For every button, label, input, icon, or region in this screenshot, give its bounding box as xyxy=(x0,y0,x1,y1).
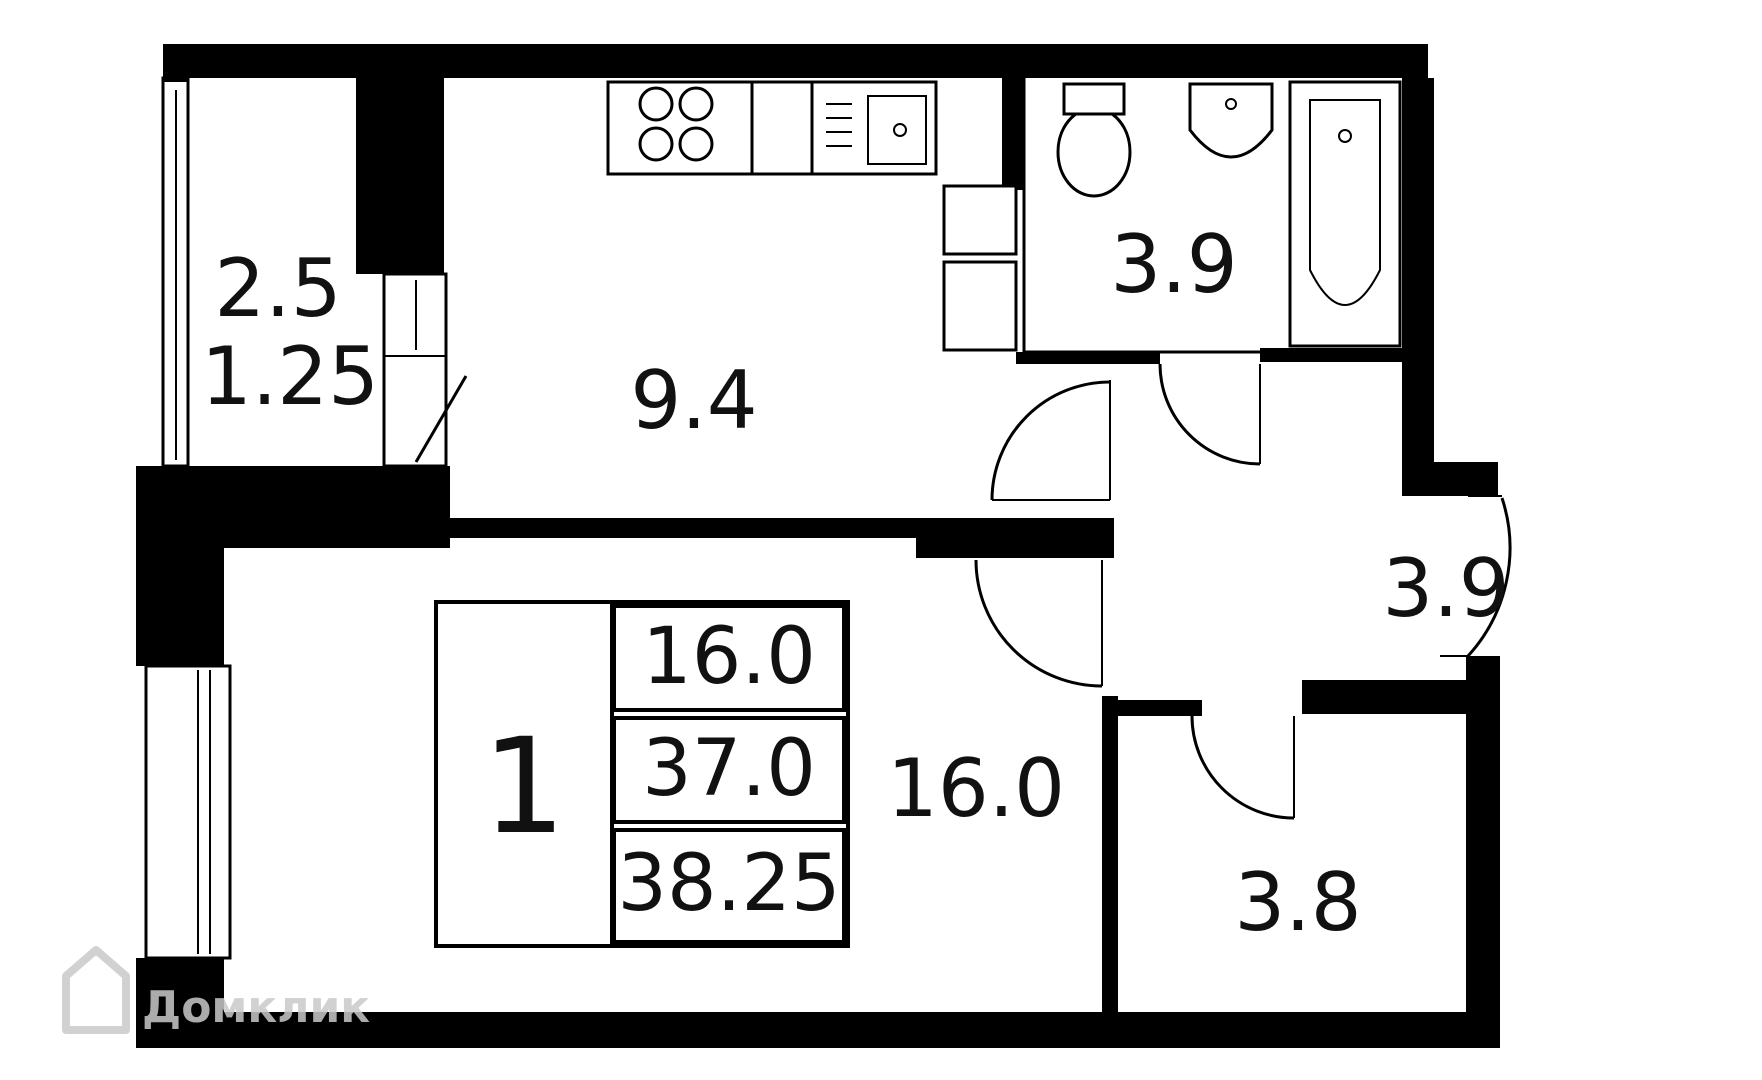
wall-storage-top-left xyxy=(1116,700,1202,716)
rooms-count: 1 xyxy=(482,710,566,864)
total-area: 37.0 xyxy=(642,724,816,814)
watermark: Домклик xyxy=(62,946,370,1034)
bathtub-icon xyxy=(1288,80,1402,348)
house-icon xyxy=(62,946,130,1034)
door-living-swing xyxy=(974,559,1103,688)
cabinet xyxy=(942,260,1018,352)
label-balcony-coef-area: 1.25 xyxy=(201,330,379,423)
wall-storage-left xyxy=(1102,696,1118,1016)
watermark-text: Домклик xyxy=(142,982,370,1033)
label-bathroom: 3.9 xyxy=(1110,218,1237,311)
wall-bath-column xyxy=(1002,70,1024,190)
balcony-outline xyxy=(161,76,190,468)
bathroom-fixtures xyxy=(1022,74,1408,354)
label-hall: 3.9 xyxy=(1382,542,1509,635)
label-storage: 3.8 xyxy=(1234,856,1361,949)
label-balcony-area: 2.5 xyxy=(214,242,341,335)
living-area: 16.0 xyxy=(642,612,816,702)
counter xyxy=(750,80,814,176)
bathroom-outline xyxy=(1022,74,1408,354)
burner-icon xyxy=(638,86,674,122)
wall-top xyxy=(163,44,1428,78)
balcony xyxy=(161,76,468,468)
toilet-icon xyxy=(1056,106,1132,198)
cabinet xyxy=(942,184,1018,256)
room-labels: 2.5 1.25 9.4 3.9 3.9 16.0 3.8 xyxy=(201,218,1510,949)
burner-icon xyxy=(678,86,714,122)
wall-right-lower xyxy=(1466,656,1500,1048)
wall-bottom xyxy=(136,1012,1500,1048)
label-kitchen: 9.4 xyxy=(630,354,757,447)
wall-kitchen-living xyxy=(450,518,922,538)
label-living-room: 16.0 xyxy=(887,742,1065,835)
wall-bath-bottom-right xyxy=(1260,348,1410,362)
doors xyxy=(974,363,1512,820)
door-bath-swing xyxy=(1158,363,1261,466)
wall-kitchen-bottom-left xyxy=(224,466,450,548)
balcony-door-swing xyxy=(414,375,468,463)
wall-left-bottom-pillar xyxy=(136,958,224,1038)
wall-balcony-top-left xyxy=(163,44,187,82)
washbasin-icon xyxy=(1188,82,1274,159)
wall-kitchen-living-thick xyxy=(916,518,1114,558)
wall-storage-top xyxy=(1302,680,1478,714)
wall-kitchen-column xyxy=(356,70,444,274)
summary-box: 1 16.0 37.0 38.25 xyxy=(434,600,850,948)
walls xyxy=(136,44,1500,1048)
door-storage-swing xyxy=(1190,715,1295,820)
door-entrance-swing xyxy=(1466,497,1512,658)
door-kitchen-swing xyxy=(990,380,1111,501)
stove xyxy=(606,80,754,176)
wall-right-step xyxy=(1402,462,1498,496)
burner-icon xyxy=(638,126,674,162)
kitchen-fixtures xyxy=(606,80,1018,352)
wall-bath-bottom xyxy=(1016,352,1160,364)
total-area-with-balcony: 38.25 xyxy=(617,839,840,929)
burner-icon xyxy=(678,126,714,162)
wall-left-pillar xyxy=(136,466,224,666)
living-window xyxy=(144,664,232,960)
